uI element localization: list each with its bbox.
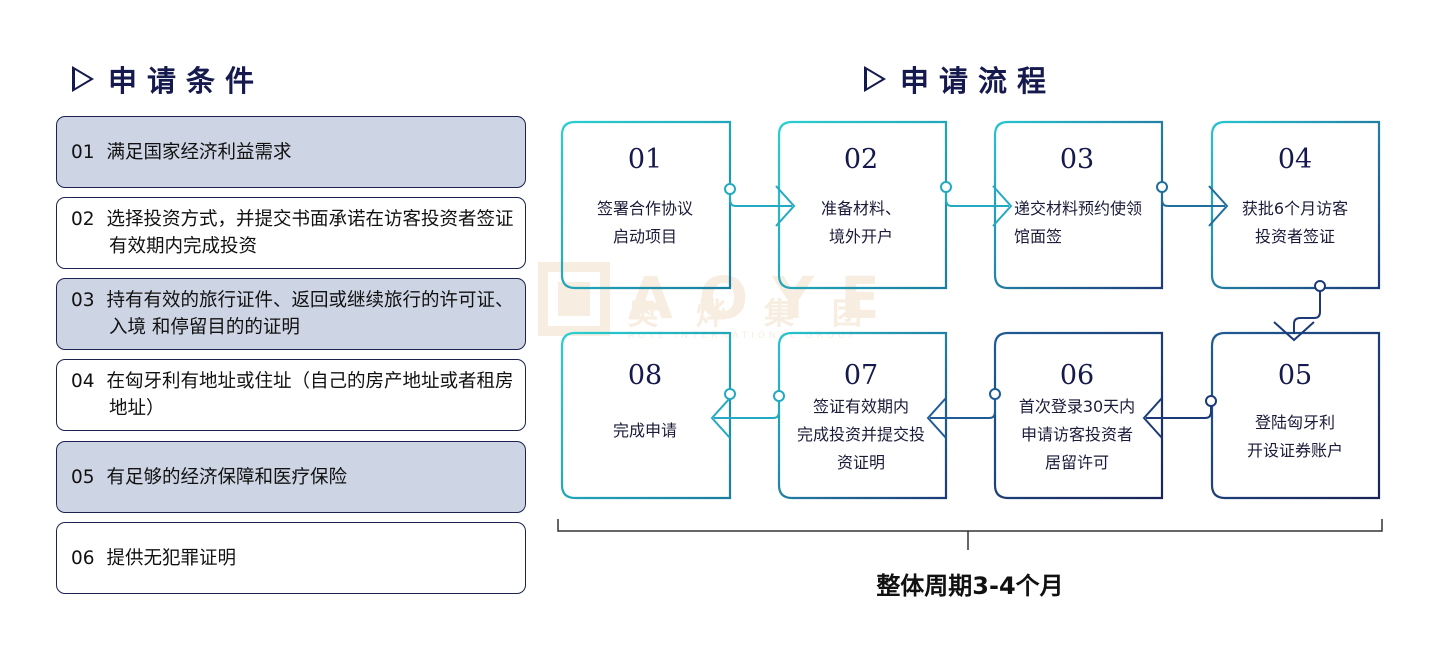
arrow-right-icon [1208, 185, 1229, 227]
connector-dot [773, 390, 785, 402]
step-number: 06 [1059, 360, 1095, 391]
connector-dot [1314, 280, 1326, 292]
play-outline-icon [864, 66, 886, 92]
step-text: 签署合作协议 启动项目 [596, 199, 693, 246]
step-box-03 [993, 120, 1164, 290]
condition-text: 选择投资方式，并提交书面承诺在访客投资者签证有效期内完成投资 [106, 209, 514, 257]
condition-number: 05 [71, 466, 95, 488]
step-04: 04 获批6个月访客 投资者签证 [1210, 144, 1380, 251]
condition-number: 02 [71, 209, 95, 230]
step-text: 准备材料、 境外开户 [820, 199, 901, 246]
step-08: 08 完成申请 [560, 360, 730, 445]
arrow-left-icon [710, 397, 731, 439]
step-text: 首次登录30天内 申请访客投资者 居留许可 [1018, 397, 1136, 472]
step-text: 获批6个月访客 投资者签证 [1241, 199, 1349, 246]
step-number: 02 [843, 144, 879, 175]
step-07: 07 签证有效期内 完成投资并提交投 资证明 [776, 360, 946, 477]
condition-text: 在匈牙利有地址或住址（自己的房产地址或者租房地址） [106, 371, 514, 419]
connector-dot [1156, 181, 1168, 193]
connector-03-04 [1161, 184, 1225, 207]
arrow-left-icon [926, 397, 947, 439]
conditions-title-wrap: 申请条件 [72, 58, 264, 100]
step-number: 03 [1059, 144, 1095, 175]
step-box-07 [777, 331, 948, 500]
condition-text: 有足够的经济保障和医疗保险 [106, 466, 348, 488]
step-box-08 [560, 331, 732, 500]
step-number: 07 [843, 360, 879, 391]
arrow-down-icon [1273, 321, 1315, 342]
condition-item: 05 有足够的经济保障和医疗保险 [56, 441, 526, 513]
step-number: 04 [1277, 144, 1313, 175]
connector-dot [724, 183, 736, 195]
arrow-right-icon [775, 185, 796, 227]
condition-number: 03 [71, 290, 95, 311]
arrow-right-icon [992, 185, 1013, 227]
step-05: 05 登陆匈牙利 开设证券账户 [1210, 360, 1380, 465]
condition-number: 01 [71, 141, 95, 163]
connector-dot [1205, 395, 1217, 407]
step-box-04 [1210, 120, 1381, 290]
step-number: 08 [627, 360, 663, 391]
connector-01-02 [729, 184, 792, 207]
process-title-wrap: 申请流程 [864, 58, 1056, 100]
conditions-title: 申请条件 [108, 64, 265, 98]
arrow-left-icon [1142, 397, 1163, 439]
step-06: 06 首次登录30天内 申请访客投资者 居留许可 [992, 360, 1162, 477]
step-number: 01 [627, 144, 663, 175]
step-text: 签证有效期内 完成投资并提交投 资证明 [796, 397, 925, 472]
condition-item: 06 提供无犯罪证明 [56, 522, 526, 594]
step-text: 登陆匈牙利 开设证券账户 [1246, 413, 1343, 460]
step-01: 01 签署合作协议 启动项目 [560, 144, 730, 251]
step-box-02 [777, 120, 948, 290]
step-02: 02 准备材料、 境外开户 [776, 144, 946, 251]
period-brace [557, 519, 1383, 550]
step-box-05 [1210, 331, 1381, 500]
connector-05-06 [1146, 403, 1212, 419]
condition-text: 提供无犯罪证明 [106, 547, 237, 569]
condition-number: 04 [71, 371, 95, 392]
condition-item: 04 在匈牙利有地址或住址（自己的房产地址或者租房地址） [56, 359, 526, 431]
step-text: 完成申请 [612, 421, 677, 440]
connector-07-08 [714, 396, 780, 419]
connector-dot [989, 388, 1001, 400]
condition-line: 03 持有有效的旅行证件、返回或继续旅行的许可证、入境 和停留目的的证明 [71, 287, 515, 341]
overall-period-label: 整体周期3-4个月 [876, 572, 1064, 600]
step-text: 递交材料预约使领 馆面签 [1014, 199, 1143, 246]
connector-06-07 [930, 396, 996, 419]
step-box-06 [993, 331, 1164, 500]
play-outline-icon [72, 66, 94, 92]
connector-04-05 [1293, 288, 1321, 334]
condition-text: 满足国家经济利益需求 [106, 141, 292, 163]
condition-line: 04 在匈牙利有地址或住址（自己的房产地址或者租房地址） [71, 368, 515, 422]
step-03: 03 递交材料预约使领 馆面签 [992, 144, 1162, 251]
condition-item: 01 满足国家经济利益需求 [56, 116, 526, 188]
condition-item: 02 选择投资方式，并提交书面承诺在访客投资者签证有效期内完成投资 [56, 197, 526, 269]
connector-dot [724, 388, 736, 400]
connector-dot [940, 181, 952, 193]
condition-text: 持有有效的旅行证件、返回或继续旅行的许可证、入境 和停留目的的证明 [106, 290, 514, 338]
step-box-01 [560, 120, 732, 290]
condition-item: 03 持有有效的旅行证件、返回或继续旅行的许可证、入境 和停留目的的证明 [56, 278, 526, 350]
step-number: 05 [1277, 360, 1313, 391]
process-title: 申请流程 [900, 64, 1057, 98]
connector-02-03 [945, 184, 1009, 207]
condition-line: 02 选择投资方式，并提交书面承诺在访客投资者签证有效期内完成投资 [71, 206, 515, 260]
condition-number: 06 [71, 547, 95, 569]
